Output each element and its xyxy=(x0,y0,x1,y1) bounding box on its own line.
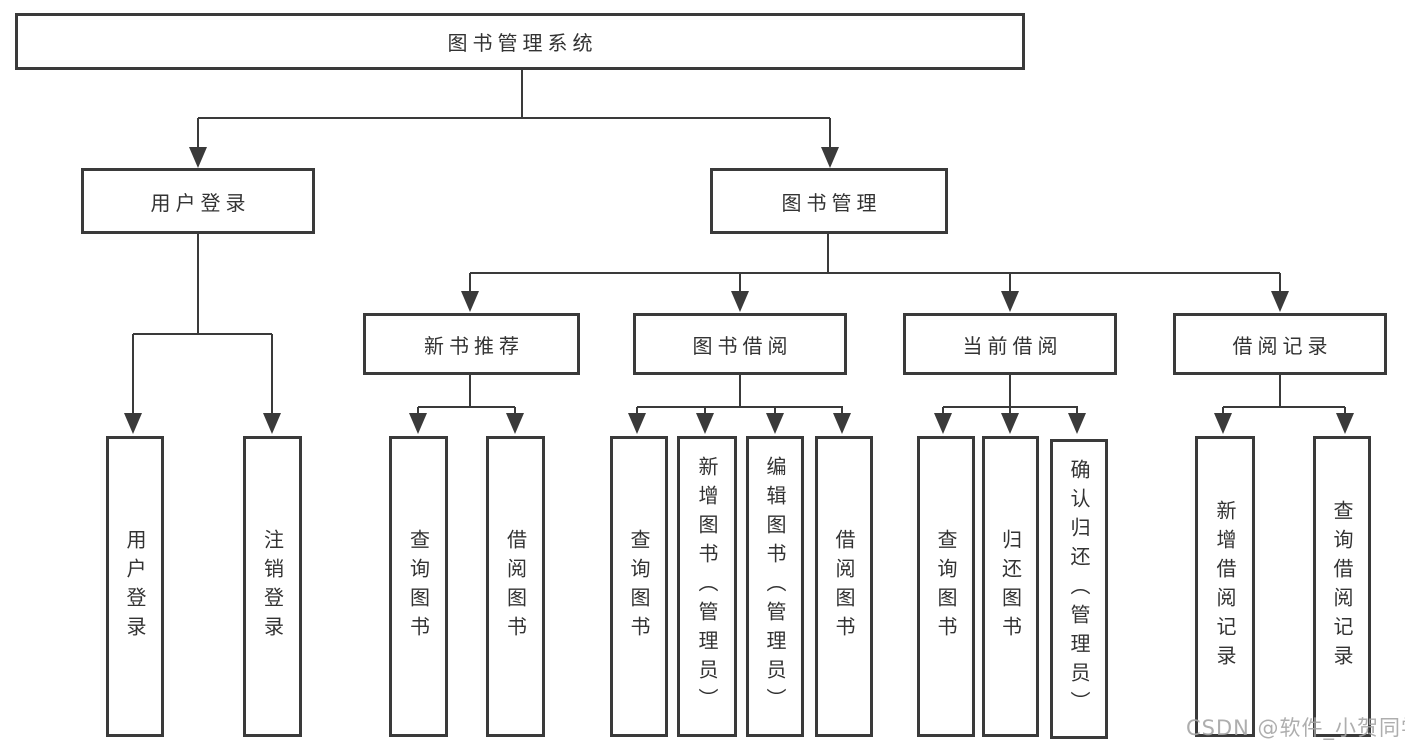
root-label: 图书管理系统 xyxy=(447,31,598,55)
leaf-label: 归还图书 xyxy=(998,528,1023,645)
branch-label: 图书管理 xyxy=(781,190,882,215)
leaf-box-borrow-books: 借阅图书 xyxy=(815,436,873,737)
group-box-current-borrow: 当前借阅 xyxy=(903,313,1117,375)
leaf-box-add-books-admin: 新增图书（管理员） xyxy=(677,436,737,737)
root-box-library-system: 图书管理系统 xyxy=(15,13,1025,70)
leaf-box-user-login: 用户登录 xyxy=(106,436,164,737)
group-label: 新书推荐 xyxy=(424,333,524,358)
leaf-box-return-books: 归还图书 xyxy=(982,436,1039,737)
group-label: 借阅记录 xyxy=(1232,333,1333,358)
branch-box-user-login: 用户登录 xyxy=(81,168,315,234)
tree-edges xyxy=(132,68,1346,416)
branch-box-book-management: 图书管理 xyxy=(710,168,948,234)
group-label: 图书借阅 xyxy=(692,333,793,358)
group-box-book-borrow: 图书借阅 xyxy=(633,313,847,375)
group-label: 当前借阅 xyxy=(962,333,1063,358)
csdn-watermark: CSDN @软件_小贺同学 xyxy=(1186,716,1405,740)
leaf-box-query-books-borrow: 查询图书 xyxy=(610,436,668,737)
leaf-label: 注销登录 xyxy=(260,528,285,645)
leaf-box-borrow-books-recommend: 借阅图书 xyxy=(486,436,545,737)
leaf-box-edit-books-admin: 编辑图书（管理员） xyxy=(746,436,804,737)
leaf-box-query-books-recommend: 查询图书 xyxy=(389,436,448,737)
leaf-box-logout: 注销登录 xyxy=(243,436,302,737)
group-box-borrow-records: 借阅记录 xyxy=(1173,313,1387,375)
leaf-label: 借阅图书 xyxy=(832,528,856,645)
leaf-label: 编辑图书（管理员） xyxy=(763,456,787,717)
leaf-label: 查询图书 xyxy=(627,528,651,645)
leaf-label: 查询借阅记录 xyxy=(1330,499,1354,674)
leaf-label: 借阅图书 xyxy=(503,528,528,645)
leaf-label: 新增图书（管理员） xyxy=(695,456,719,717)
leaf-label: 新增借阅记录 xyxy=(1213,499,1237,674)
leaf-box-add-borrow-record: 新增借阅记录 xyxy=(1195,436,1255,737)
leaf-label: 确认归还（管理员） xyxy=(1067,458,1091,720)
leaf-label: 查询图书 xyxy=(934,528,958,645)
branch-label: 用户登录 xyxy=(150,190,251,215)
leaf-box-query-books-current: 查询图书 xyxy=(917,436,975,737)
group-box-new-book-recommend: 新书推荐 xyxy=(363,313,580,375)
leaf-label: 查询图书 xyxy=(406,528,431,645)
leaf-box-query-borrow-record: 查询借阅记录 xyxy=(1313,436,1371,737)
leaf-box-confirm-return-admin: 确认归还（管理员） xyxy=(1050,439,1108,739)
leaf-label: 用户登录 xyxy=(123,528,147,645)
